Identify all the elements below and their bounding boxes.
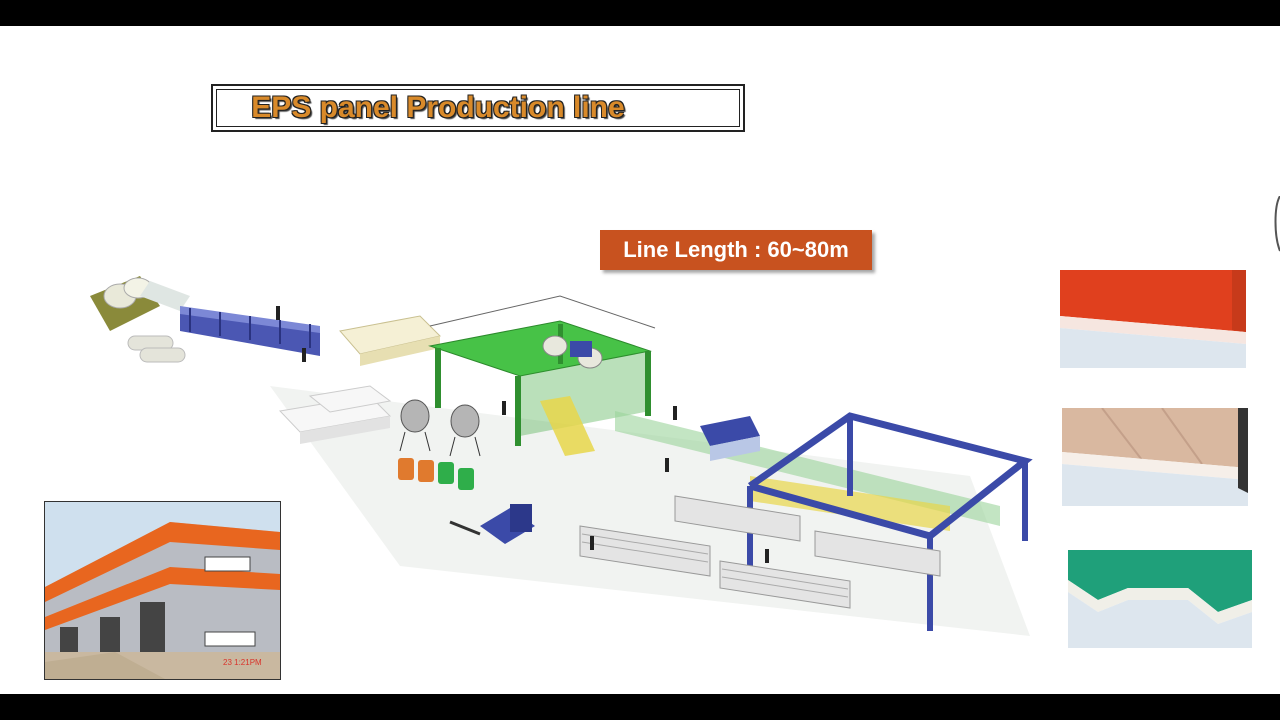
building-photo: 23 1:21PM (44, 501, 281, 680)
uncoiler (90, 276, 190, 363)
floor-area (270, 386, 1030, 636)
mixing-tanks (399, 399, 481, 457)
photo-timestamp: 23 1:21PM (223, 658, 262, 667)
beige-panel-sample (1062, 408, 1248, 506)
conveyor-line (615, 411, 1000, 531)
edge-fragment (1274, 196, 1280, 252)
workers (276, 306, 769, 563)
green-panel-sample (1068, 550, 1252, 648)
line-length-badge: Line Length : 60~80m (600, 230, 872, 270)
finished-panel-stacks (579, 495, 941, 609)
stacking-gantry (747, 412, 1033, 631)
building-illustration (45, 502, 280, 679)
roll-former (180, 306, 320, 356)
forklift (449, 504, 535, 544)
title-frame: EPS panel Production line (211, 84, 745, 132)
production-line-diagram (90, 276, 1033, 636)
chemical-drums (398, 458, 474, 490)
red-panel-sample (1060, 270, 1246, 368)
slide: EPS panel Production line Line Length : … (0, 26, 1280, 694)
eps-block-stack (278, 315, 441, 444)
glue-platform (428, 295, 656, 456)
slide-title: EPS panel Production line (251, 91, 625, 124)
